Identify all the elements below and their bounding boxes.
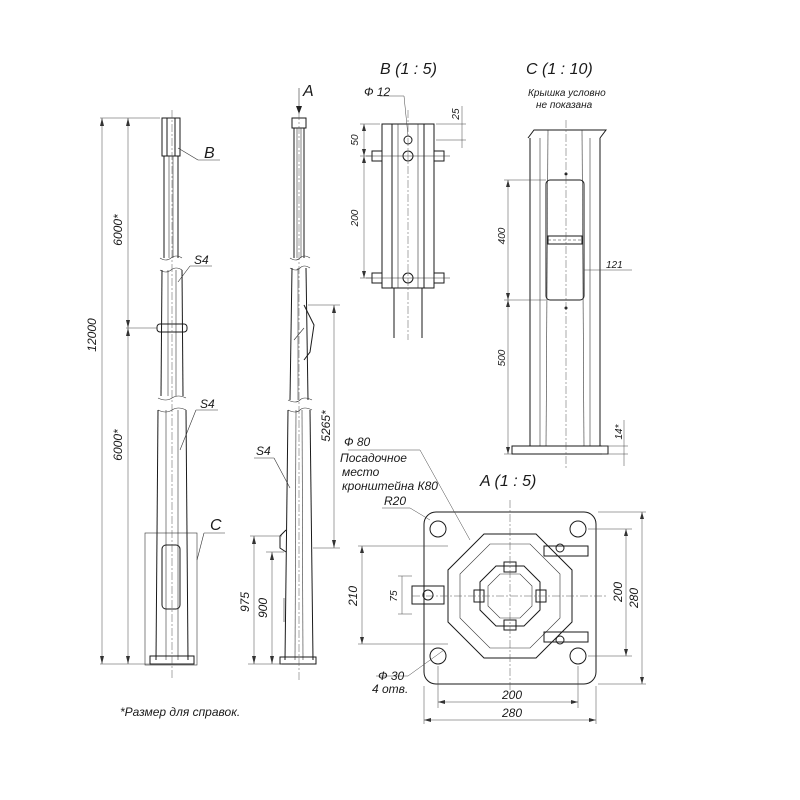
dim-5265: 5265*: [319, 410, 333, 442]
dim-phi12: Ф 12: [364, 85, 391, 99]
note-seat-line2: место: [342, 465, 380, 479]
dim-a-200-vertical: 200: [611, 582, 625, 603]
view-a-dimensions: [348, 449, 646, 724]
view-c-detail: [511, 120, 609, 468]
view-b-title: B (1 : 5): [380, 61, 437, 78]
label-s4-right: S4: [256, 444, 271, 458]
dim-a-210: 210: [346, 586, 360, 607]
note-cover-line1: Крышка условно: [528, 88, 606, 99]
dim-a-280-vertical: 280: [627, 588, 641, 609]
view-c-dimensions: [504, 179, 632, 466]
dim-holes: 4 отв.: [372, 682, 408, 696]
leader-b: [177, 147, 199, 161]
label-c: C: [210, 517, 222, 534]
label-s4-top: S4: [194, 253, 209, 267]
note-seat-line3: кронштейна К80: [342, 479, 438, 493]
view-c-title: C (1 : 10): [526, 61, 593, 78]
dim-a-75: 75: [389, 590, 400, 602]
middle-dimensions: [248, 304, 340, 665]
dim-phi80: Ф 80: [344, 435, 371, 449]
dim-b-50: 50: [350, 134, 361, 146]
dim-b-25: 25: [451, 108, 462, 121]
dim-6000-upper: 6000*: [111, 214, 125, 246]
left-dimensions: [100, 117, 160, 665]
dim-900: 900: [256, 598, 270, 618]
view-b-detail: [366, 110, 450, 340]
dim-r20: R20: [384, 494, 406, 508]
dim-c-500: 500: [497, 349, 508, 366]
dim-975: 975: [238, 592, 252, 612]
label-s4-mid: S4: [200, 397, 215, 411]
footnote: *Размер для справок.: [120, 705, 240, 719]
dim-phi30: Ф 30: [378, 669, 405, 683]
dim-c-121: 121: [606, 260, 623, 271]
dim-6000-lower: 6000*: [111, 429, 125, 461]
view-b-dimensions: [360, 95, 466, 279]
dim-a-280-horizontal: 280: [501, 706, 522, 720]
pole-front-view: [144, 110, 198, 680]
dim-a-200-horizontal: 200: [501, 688, 522, 702]
dim-c-400: 400: [497, 227, 508, 244]
dim-c-14: 14*: [614, 423, 625, 439]
pole-side-view: [279, 88, 317, 680]
note-cover-line2: не показана: [536, 100, 593, 111]
label-a: A: [302, 83, 314, 100]
note-seat-line1: Посадочное: [340, 451, 407, 465]
view-a-title: A (1 : 5): [479, 473, 536, 490]
dim-12000: 12000: [85, 318, 99, 352]
dim-b-200: 200: [350, 209, 361, 227]
label-b: B: [204, 145, 215, 162]
view-a-detail: [411, 500, 608, 696]
